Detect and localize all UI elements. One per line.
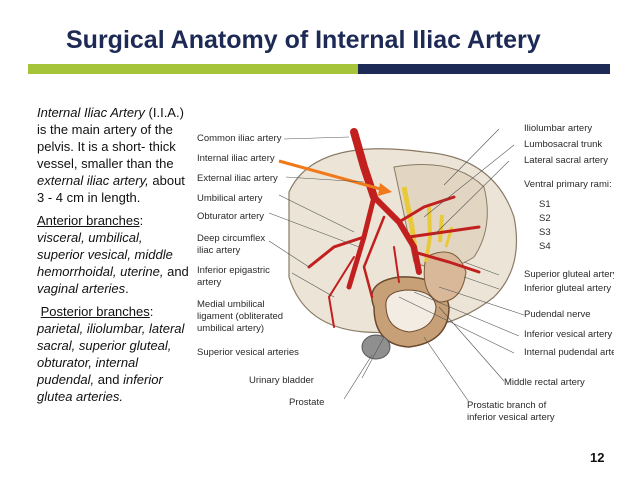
anterior-end: . [125, 281, 129, 296]
anterior-and: and [167, 264, 189, 279]
intro-text-1: (I.I.A.) is the main artery of the pelvi… [37, 105, 184, 171]
orange-arrowhead [378, 183, 392, 196]
label-internal-iliac: Internal iliac artery [197, 153, 275, 164]
anatomy-illustration: Common iliac artery Internal iliac arter… [197, 123, 614, 423]
posterior-paragraph: Posterior branches: parietal, iliolumbar… [37, 304, 185, 404]
posterior-heading: Posterior branches [40, 304, 150, 319]
label-internal-pudendal: Internal pudendal artery [524, 347, 614, 358]
label-umbilical: Umbilical artery [197, 193, 263, 204]
anterior-list: visceral, umbilical, superior vesical, m… [37, 230, 173, 279]
label-superior-vesical: Superior vesical arteries [197, 347, 299, 358]
label-s2: S2 [539, 213, 551, 224]
arteries [307, 128, 481, 328]
description-text: Internal Iliac Artery (I.I.A.) is the ma… [37, 104, 193, 411]
orange-arrow [278, 159, 385, 192]
label-lumbosacral: Lumbosacral trunk [524, 139, 602, 150]
label-prostatic-branch: Prostatic branch of [467, 400, 547, 411]
title-underline-green [28, 64, 358, 74]
prostate-shape [361, 334, 391, 360]
sacral-nerve-s2 [424, 206, 433, 263]
label-common-iliac: Common iliac artery [197, 133, 282, 144]
label-superior-gluteal: Superior gluteal artery [524, 269, 614, 280]
label-inferior-vesical: Inferior vesical artery [524, 329, 612, 340]
label-inferior-gluteal: Inferior gluteal artery [524, 283, 611, 294]
label-medial-umbilical-3: umbilical artery) [197, 323, 264, 334]
label-s1: S1 [539, 199, 551, 210]
label-deep-circumflex-2: iliac artery [197, 245, 241, 256]
leader-lines [268, 128, 525, 403]
label-middle-rectal: Middle rectal artery [504, 377, 585, 388]
label-prostate: Prostate [289, 397, 324, 408]
label-medial-umbilical: Medial umbilical [197, 299, 265, 310]
posterior-list: parietal, iliolumbar, lateral sacral, su… [37, 321, 185, 387]
label-urinary-bladder: Urinary bladder [249, 375, 314, 386]
label-obturator: Obturator artery [197, 211, 264, 222]
label-s3: S3 [539, 227, 551, 238]
label-lateral-sacral: Lateral sacral artery [524, 155, 608, 166]
anterior-paragraph: Anterior branches: visceral, umbilical, … [37, 213, 189, 296]
label-prostatic-branch-2: inferior vesical artery [467, 412, 555, 423]
anterior-last: vaginal arteries [37, 281, 126, 296]
posterior-and: and [97, 372, 120, 387]
label-ventral-rami: Ventral primary rami: [524, 179, 612, 190]
slide-title: Surgical Anatomy of Internal Iliac Arter… [66, 26, 541, 54]
bladder-lumen [385, 289, 437, 333]
intro-text-2: about 3 - 4 cm in length. [37, 173, 185, 205]
anterior-heading: Anterior branches [37, 213, 140, 228]
label-inferior-epigastric-2: artery [197, 277, 222, 288]
title-underline-navy [358, 64, 610, 74]
label-inferior-epigastric: Inferior epigastric [197, 265, 270, 276]
label-medial-umbilical-2: ligament (obliterated [197, 311, 283, 322]
label-external-iliac: External iliac artery [197, 173, 278, 184]
intro-term-2: external iliac artery, [37, 173, 149, 188]
label-deep-circumflex: Deep circumflex [197, 233, 265, 244]
label-s4: S4 [539, 241, 551, 252]
label-iliolumbar: Iliolumbar artery [524, 123, 592, 134]
label-pudendal-nerve: Pudendal nerve [524, 309, 591, 320]
posterior-last: inferior glutea arteries. [37, 372, 163, 404]
intro-term: Internal Iliac Artery [37, 105, 145, 120]
page-number: 12 [590, 450, 605, 465]
intro-paragraph: Internal Iliac Artery (I.I.A.) is the ma… [37, 104, 193, 206]
